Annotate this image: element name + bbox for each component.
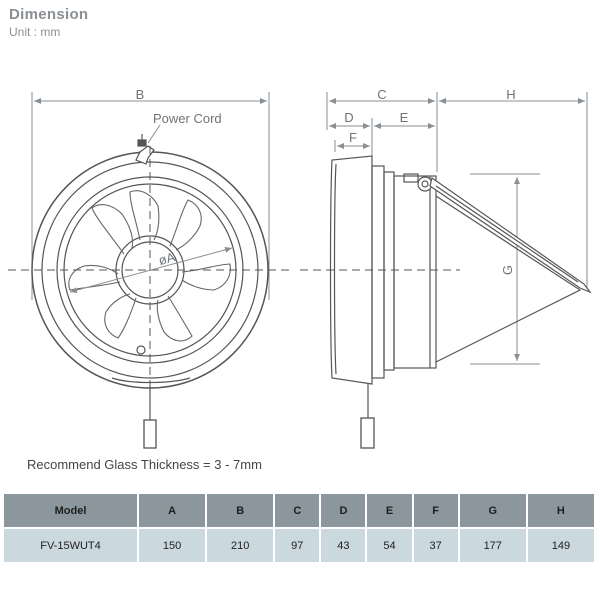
col-header-f: F — [413, 494, 458, 527]
cell-h: 149 — [527, 529, 594, 562]
spec-table: Model A B C D E F G H FV-15WUT4 150 210 … — [2, 492, 596, 564]
dim-label-f: F — [349, 130, 357, 145]
cell-g: 177 — [459, 529, 526, 562]
dim-label-g: G — [500, 265, 515, 275]
glass-thickness-note: Recommend Glass Thickness = 3 - 7mm — [27, 457, 262, 472]
cell-c: 97 — [275, 529, 320, 562]
dim-label-d: D — [344, 110, 353, 125]
dim-label-h: H — [506, 87, 515, 102]
power-cord-leader — [147, 124, 161, 144]
col-header-h: H — [527, 494, 594, 527]
col-header-d: D — [321, 494, 366, 527]
cell-f: 37 — [413, 529, 458, 562]
cell-e: 54 — [367, 529, 412, 562]
col-header-model: Model — [4, 494, 137, 527]
spec-header-row: Model A B C D E F G H — [4, 494, 594, 527]
table-row: FV-15WUT4 150 210 97 43 54 37 177 149 — [4, 529, 594, 562]
dim-label-diameter: øA — [157, 249, 177, 268]
cell-b: 210 — [207, 529, 274, 562]
cell-a: 150 — [139, 529, 206, 562]
unit-label: Unit : mm — [9, 25, 61, 39]
col-header-c: C — [275, 494, 320, 527]
dimension-drawing: B Power Cord øA — [8, 87, 592, 449]
front-centerlines — [8, 146, 292, 390]
dim-label-c: C — [377, 87, 386, 102]
cell-model: FV-15WUT4 — [4, 529, 137, 562]
col-header-a: A — [139, 494, 206, 527]
dim-label-b: B — [136, 87, 145, 102]
power-cord-label: Power Cord — [153, 111, 222, 126]
col-header-g: G — [459, 494, 526, 527]
cell-d: 43 — [321, 529, 366, 562]
diameter-arrow — [69, 246, 233, 294]
side-dimensions — [326, 92, 588, 365]
col-header-b: B — [207, 494, 274, 527]
dim-label-e: E — [400, 110, 409, 125]
side-view — [329, 155, 592, 449]
col-header-e: E — [367, 494, 412, 527]
page-title: Dimension — [9, 6, 89, 23]
